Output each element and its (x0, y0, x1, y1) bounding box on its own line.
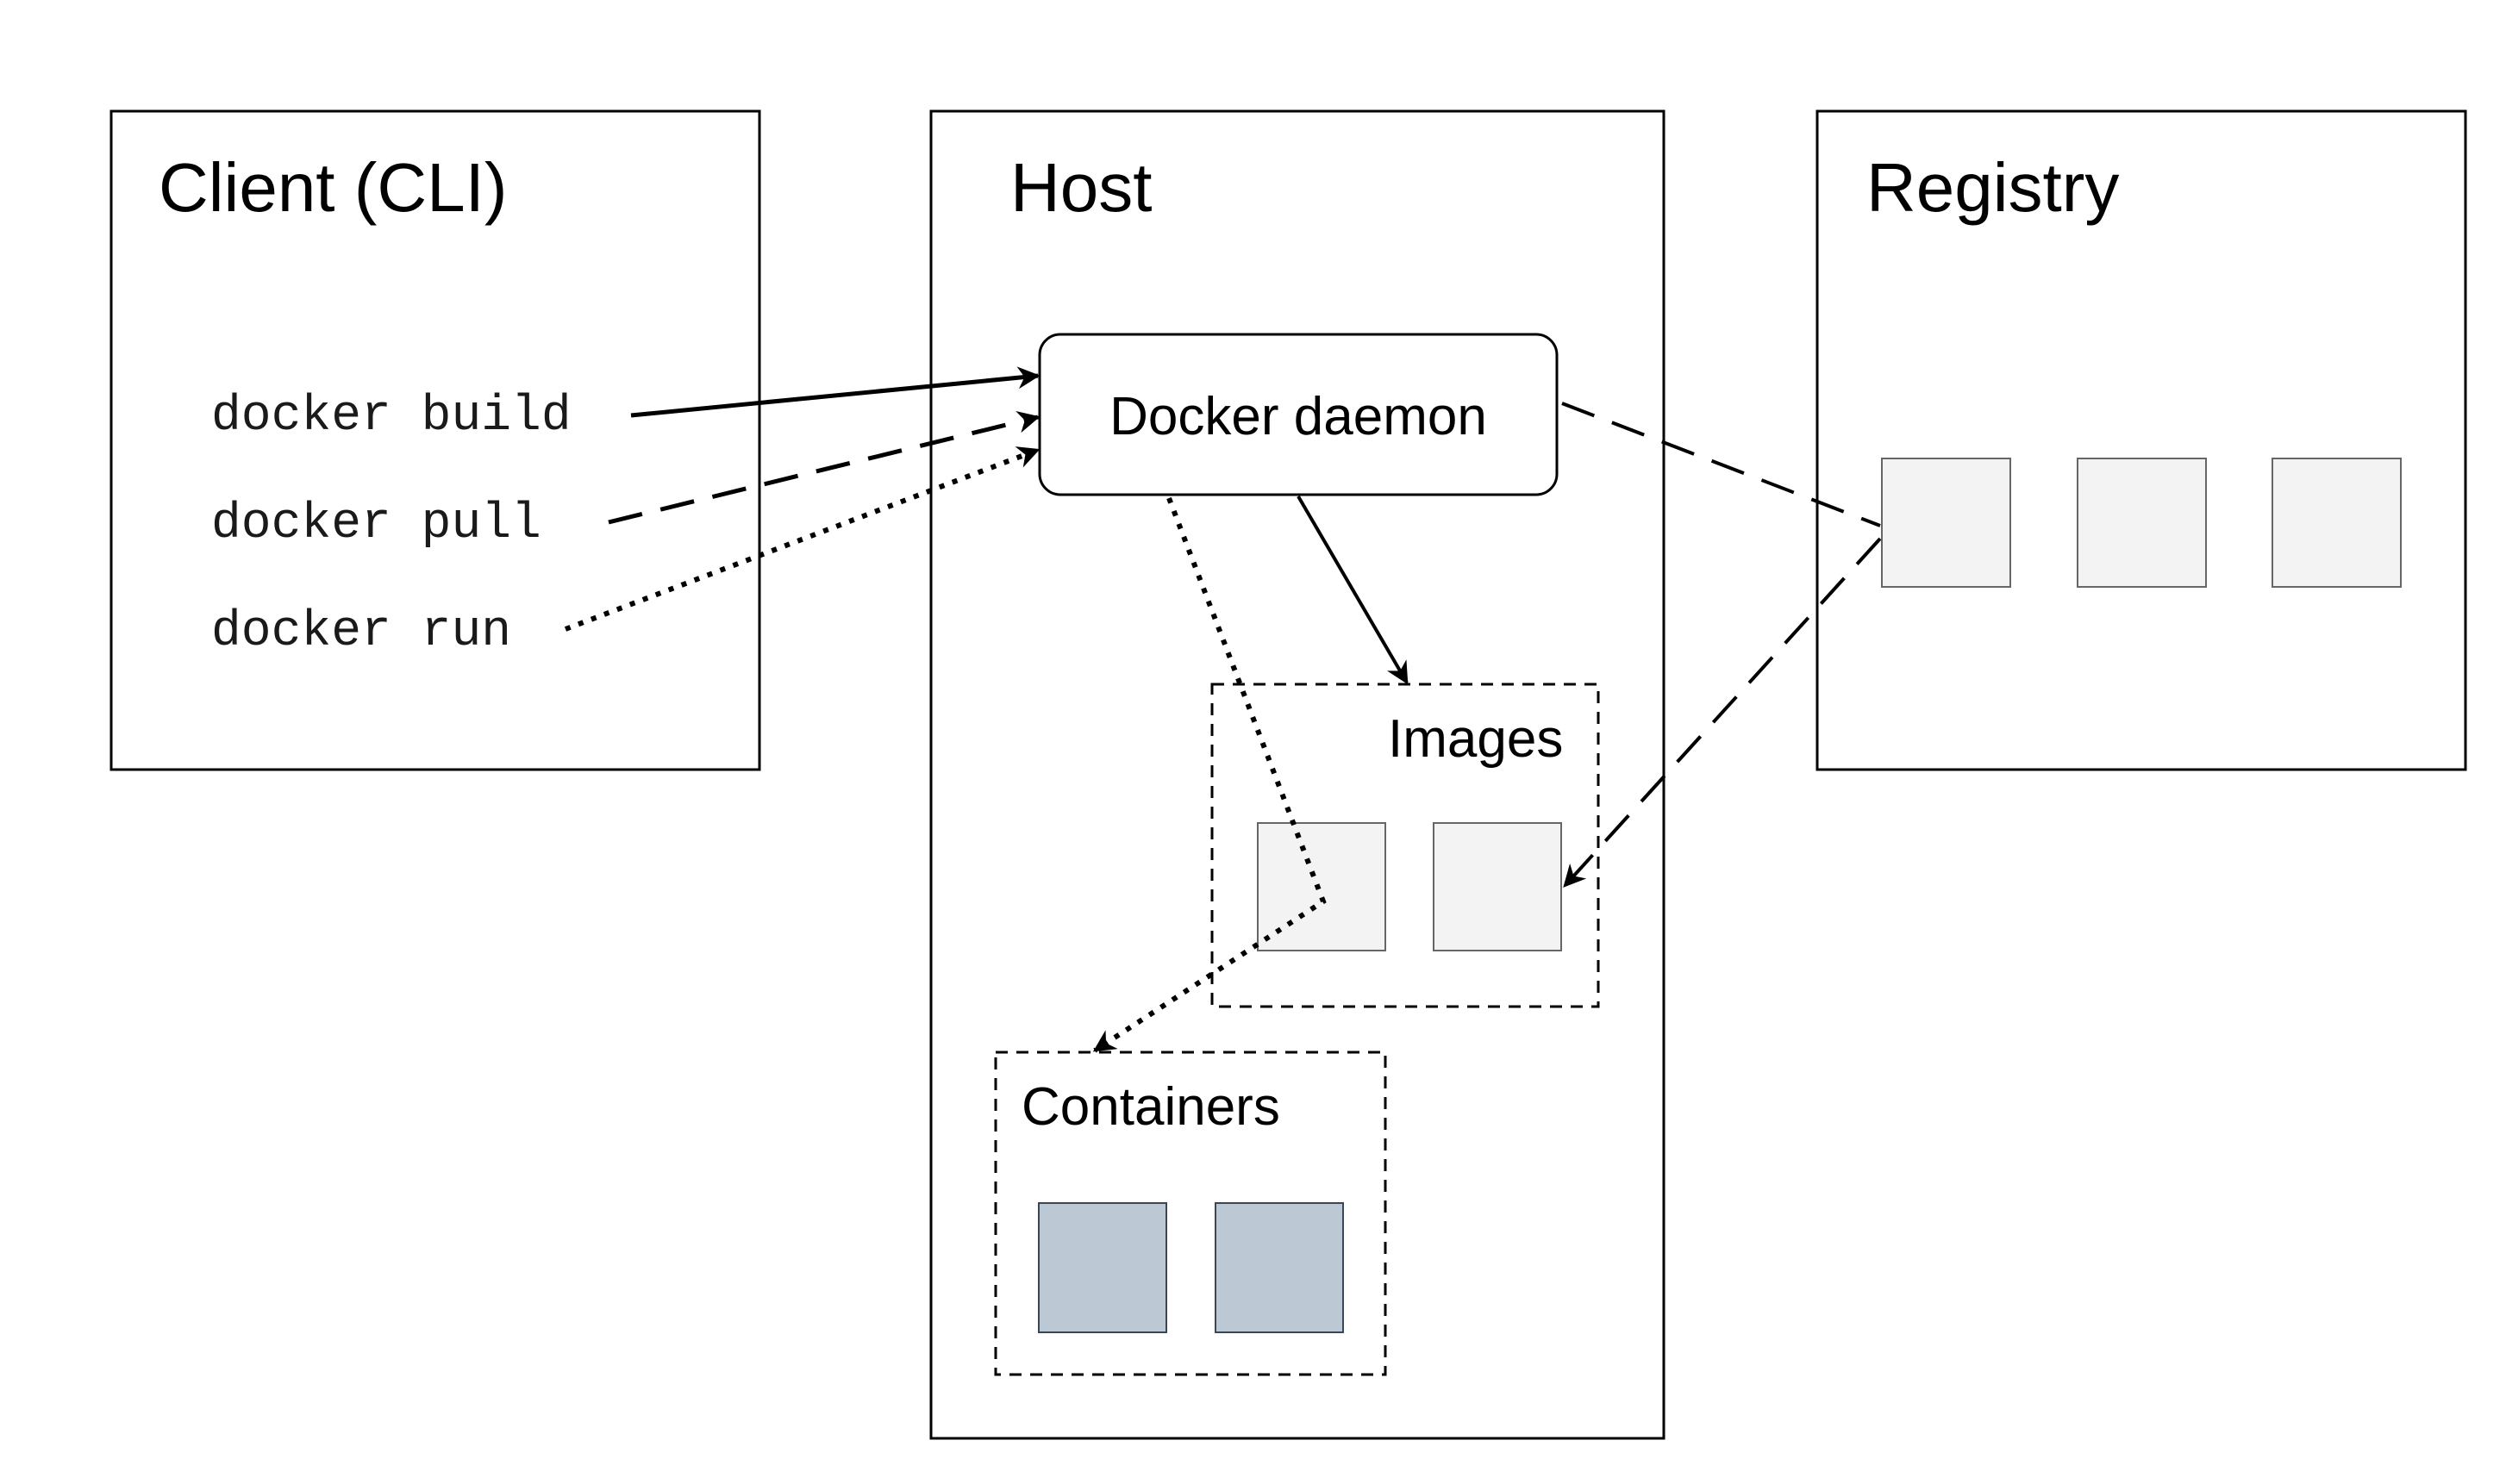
containers-group (994, 1051, 1387, 1376)
containers-label: Containers (1022, 1077, 1280, 1137)
registry-panel: Registry (1815, 109, 2467, 771)
run-arrow (564, 446, 1041, 632)
registry-image-block-2 (2077, 458, 2207, 588)
container-block-2 (1215, 1202, 1344, 1333)
client-title: Client (CLI) (159, 149, 508, 226)
connectors (564, 366, 1882, 1053)
command-docker-run: docker run (211, 604, 511, 660)
image-block-2 (1433, 822, 1562, 951)
host-title: Host (1010, 149, 1153, 226)
client-panel-border (109, 109, 761, 771)
images-label: Images (1388, 709, 1563, 769)
build-arrow (630, 366, 1041, 418)
daemon-to-images-arrow (1297, 495, 1409, 685)
daemon-to-registry-line (1561, 402, 1881, 527)
command-docker-pull: docker pull (211, 496, 541, 552)
registry-to-images-arrow (1563, 537, 1882, 888)
command-docker-build: docker build (211, 389, 572, 445)
registry-image-block-1 (1881, 458, 2011, 588)
host-panel: Host Docker daemon Images Containers (929, 109, 1665, 1440)
registry-panel-border (1815, 109, 2467, 771)
registry-title: Registry (1866, 149, 2119, 226)
registry-image-block-3 (2272, 458, 2402, 588)
run-to-containers-arrow (1092, 496, 1327, 1053)
docker-daemon-label: Docker daemon (1109, 387, 1487, 446)
container-block-1 (1038, 1202, 1167, 1333)
client-panel: Client (CLI) docker build docker pull do… (109, 109, 761, 771)
pull-arrow (608, 410, 1041, 525)
